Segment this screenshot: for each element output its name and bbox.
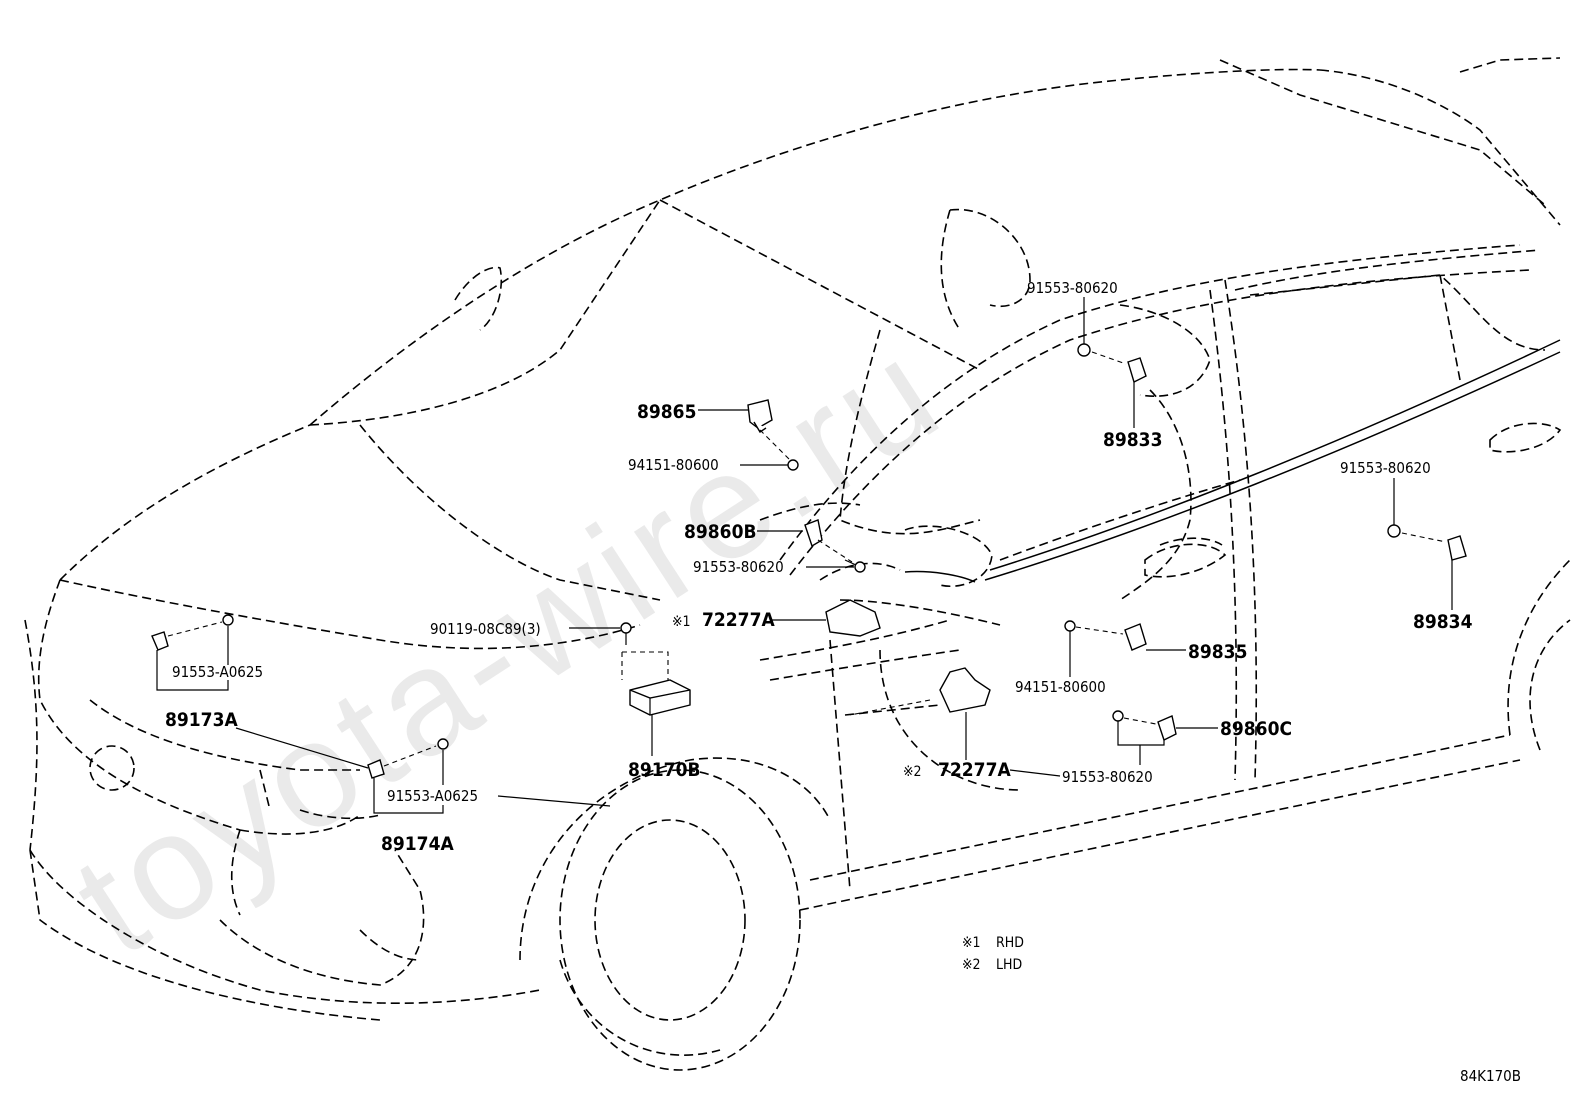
sensor-89860C-icon — [1157, 715, 1177, 741]
watermark: toyota-wire.ru — [46, 305, 970, 987]
label-90119-08C89: 90119-08C89(3) — [430, 620, 541, 638]
label-89173A: 89173A — [165, 709, 238, 731]
label-91553-80620-c: 91553-80620 — [1340, 459, 1431, 477]
nut-94151-b-icon — [1064, 620, 1076, 632]
legend-mark-2: ※2 — [962, 957, 981, 973]
parts — [151, 343, 1467, 779]
label-72277A-rhd: 72277A — [702, 609, 775, 631]
diagram-code: 84K170B — [1460, 1067, 1521, 1085]
label-89834: 89834 — [1413, 611, 1473, 633]
bolt-91553-80620-b-icon — [1077, 343, 1091, 357]
watermark-text: toyota-wire.ru — [46, 305, 970, 987]
leader-lines — [156, 297, 1453, 814]
legend-text-rhd: RHD — [996, 935, 1024, 951]
bolt-91553-A0625-a-icon — [222, 614, 234, 626]
label-89860C: 89860C — [1220, 718, 1292, 740]
label-89860B: 89860B — [684, 521, 757, 543]
note-mark-1: ※1 — [672, 614, 691, 630]
module-bracket-outline — [621, 651, 669, 680]
note-mark-2: ※2 — [903, 764, 922, 780]
label-91553-A0625-b: 91553-A0625 — [387, 787, 478, 805]
part-89865-icon — [747, 399, 773, 433]
bolt-90119-icon — [620, 622, 632, 645]
sensor-89173A-icon — [151, 631, 169, 651]
legend-mark-1: ※1 — [962, 935, 981, 951]
label-94151-80600-a: 94151-80600 — [628, 456, 719, 474]
sensor-89834-icon — [1447, 535, 1467, 561]
legend: ※1 RHD ※2 LHD — [962, 935, 1024, 973]
bracket-72277A-rhd-icon — [825, 599, 881, 637]
label-89833: 89833 — [1103, 429, 1162, 451]
label-91553-80620-b: 91553-80620 — [1027, 279, 1118, 297]
label-91553-80620-d: 91553-80620 — [1062, 768, 1153, 786]
bolt-91553-A0625-b-icon — [437, 738, 449, 750]
bracket-72277A-lhd-icon — [939, 667, 991, 713]
label-89170B: 89170B — [628, 759, 701, 781]
bolt-91553-icon — [844, 559, 866, 573]
label-89865: 89865 — [637, 401, 696, 423]
label-72277A-lhd: 72277A — [938, 759, 1011, 781]
sensor-89835-icon — [1124, 623, 1147, 651]
bolt-91553-80620-d-icon — [1112, 710, 1124, 722]
part-89860B-icon — [804, 519, 823, 548]
label-89835: 89835 — [1188, 641, 1247, 663]
legend-text-lhd: LHD — [996, 957, 1022, 973]
sensor-89174A-icon — [367, 759, 385, 779]
label-89174A: 89174A — [381, 833, 454, 855]
label-91553-80620-a: 91553-80620 — [693, 558, 784, 576]
car-body-outline — [24, 57, 1571, 1071]
bolt-91553-80620-c-icon — [1387, 524, 1401, 538]
part-labels: 89865 94151-80600 89860B 91553-80620 901… — [165, 279, 1473, 855]
sensor-89833-icon — [1127, 357, 1147, 383]
label-91553-A0625-a: 91553-A0625 — [172, 663, 263, 681]
airbag-module-89170B-icon — [629, 679, 691, 716]
nut-94151-icon — [787, 459, 799, 471]
label-94151-80600-b: 94151-80600 — [1015, 678, 1106, 696]
